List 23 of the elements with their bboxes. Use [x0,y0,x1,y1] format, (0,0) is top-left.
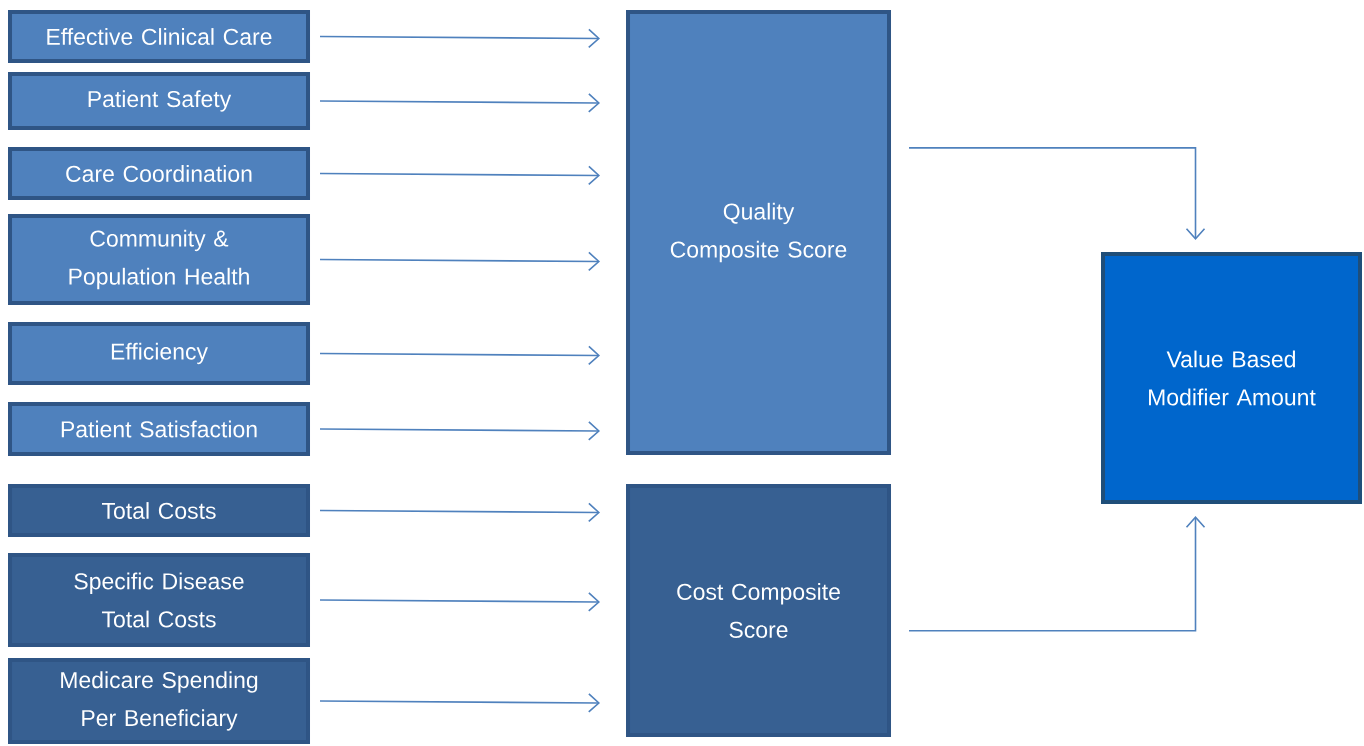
measure-box: Care Coordination [8,147,310,200]
arrow [319,28,600,49]
arrow [908,516,1206,632]
arrow [319,93,600,113]
cost-measure-box: Medicare Spending Per Beneficiary [8,658,310,744]
composite-score-box: Cost Composite Score [626,484,891,737]
arrow [319,421,600,441]
cost-measure-box: Total Costs [8,484,310,537]
measure-box: Community & Population Health [8,214,310,305]
arrow [319,693,600,713]
arrow [319,345,600,366]
arrow [319,502,600,523]
arrow [319,592,600,612]
arrow [319,165,600,186]
composite-score-box: Quality Composite Score [626,10,891,455]
measure-box: Effective Clinical Care [8,10,310,63]
cost-measure-box: Specific Disease Total Costs [8,553,310,647]
measure-box: Efficiency [8,322,310,385]
result-box: Value Based Modifier Amount [1101,252,1362,504]
measure-box: Patient Safety [8,72,310,130]
arrow [908,147,1206,240]
measure-box: Patient Satisfaction [8,402,310,456]
arrow [319,251,600,272]
